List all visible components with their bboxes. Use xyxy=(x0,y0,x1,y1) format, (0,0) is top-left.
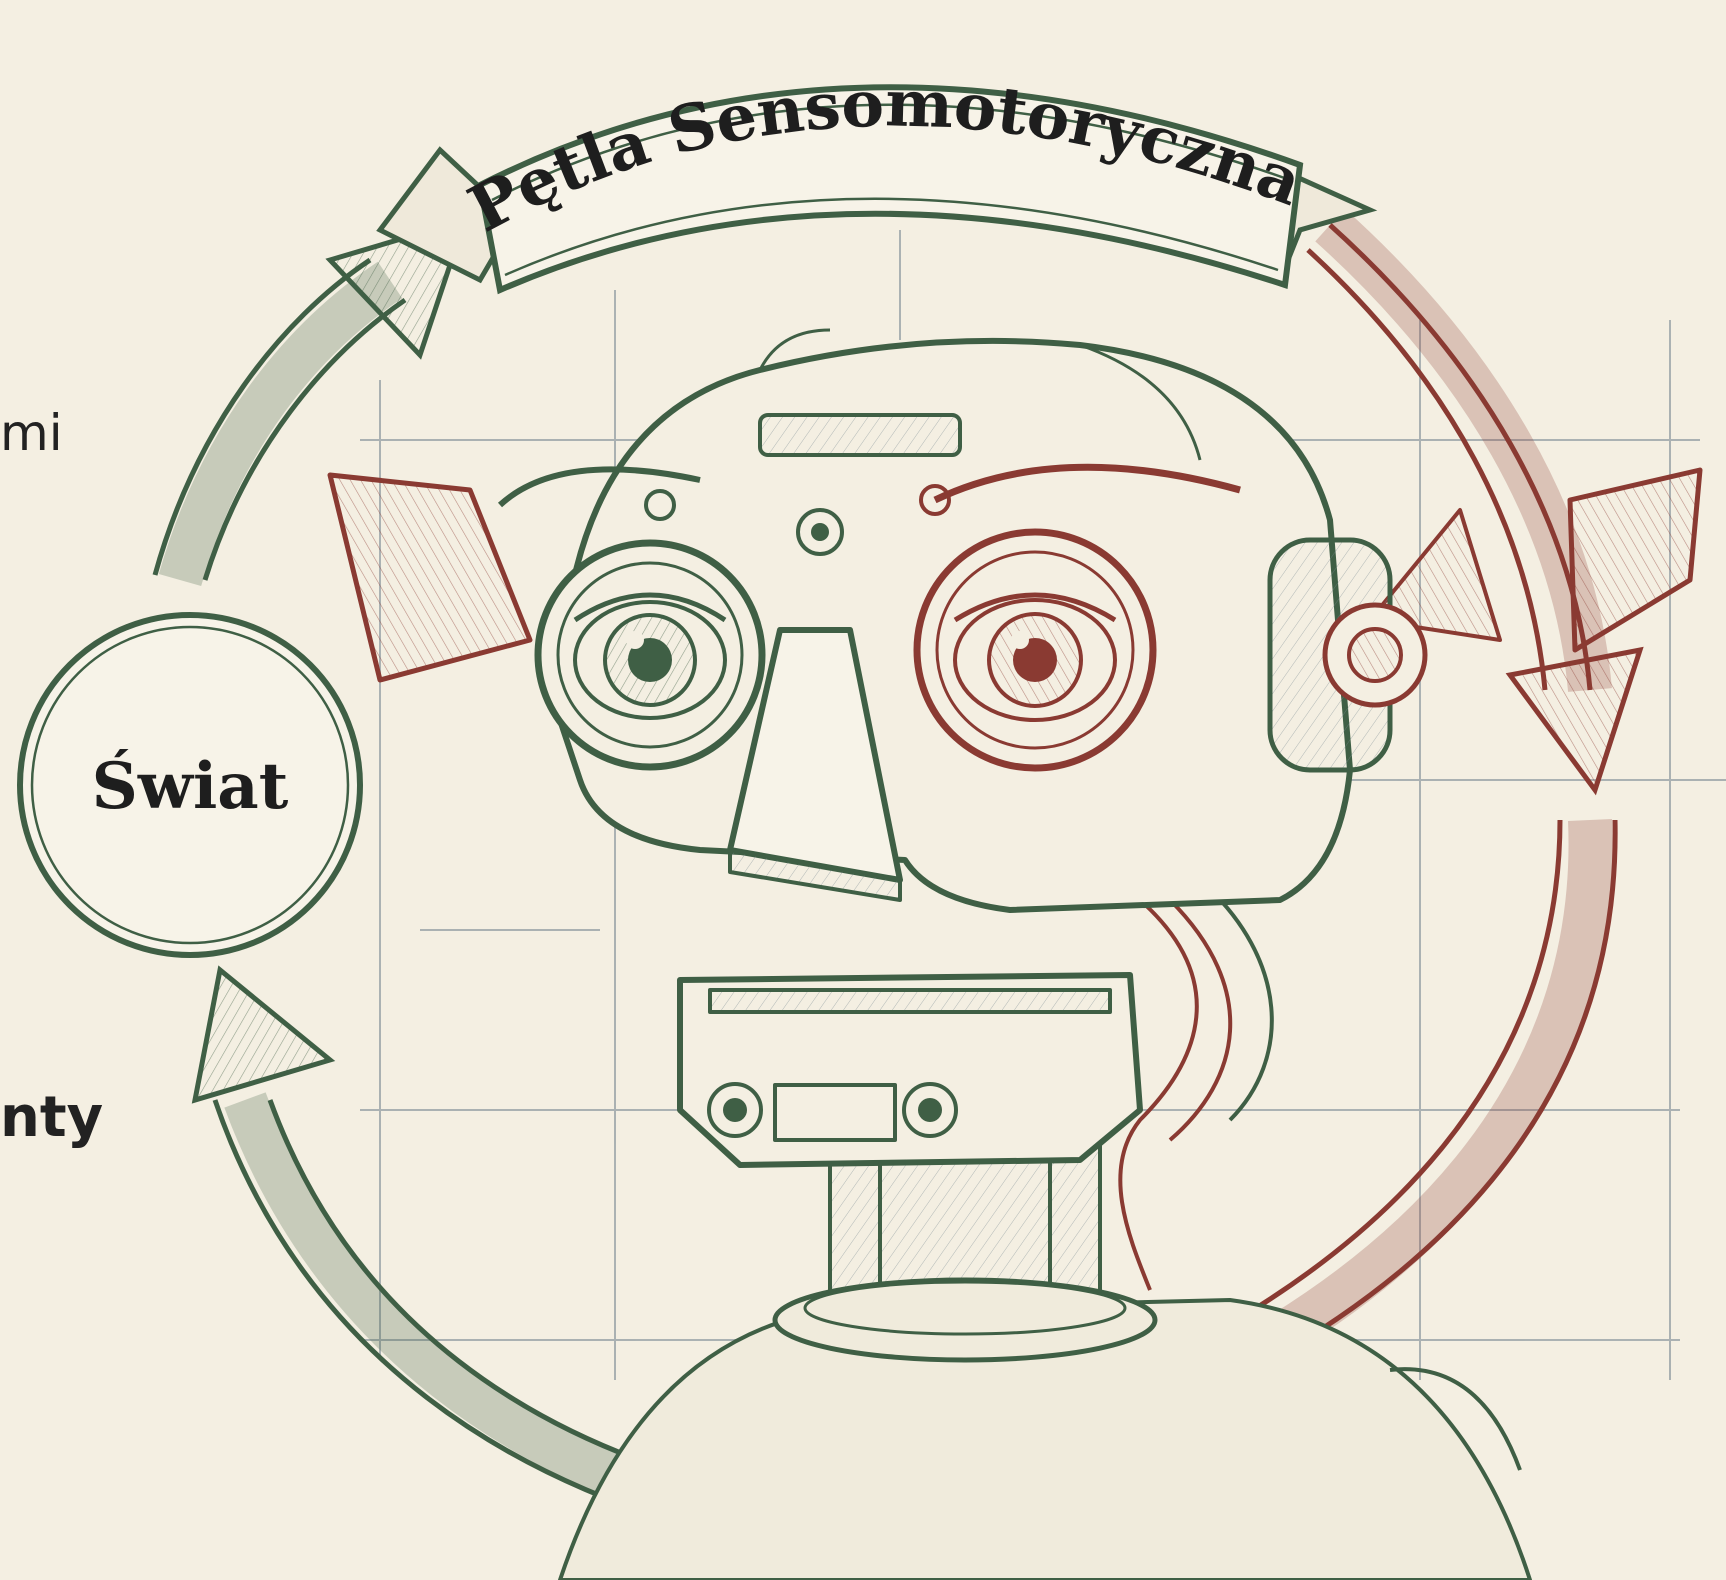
robot-head-sketch-icon xyxy=(330,330,1700,1580)
world-label: Świat xyxy=(92,749,289,824)
